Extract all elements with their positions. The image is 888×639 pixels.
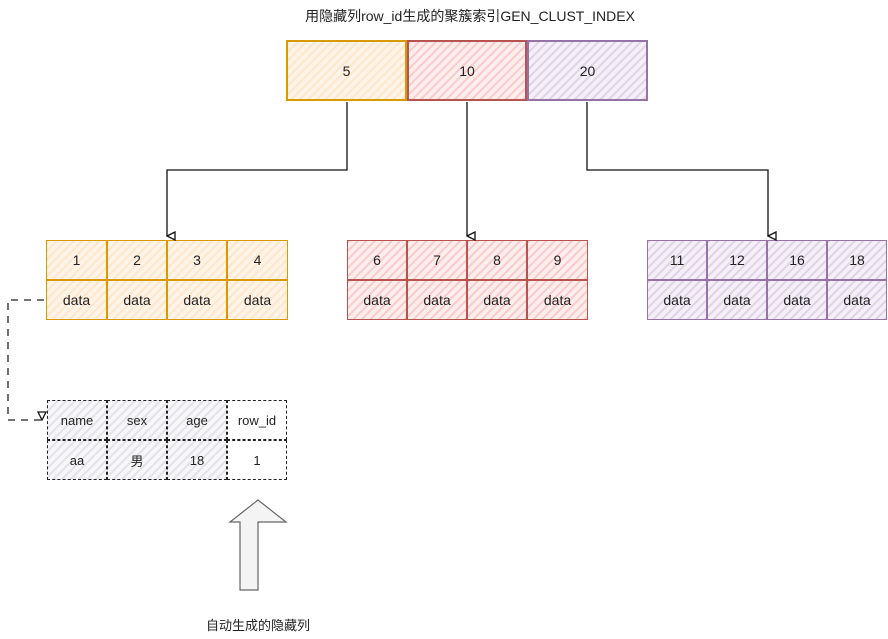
leaf-key: 1 <box>46 240 107 280</box>
leaf-key: 16 <box>767 240 827 280</box>
leaf-key: 3 <box>167 240 227 280</box>
edge-data-to-record <box>7 299 44 420</box>
leaf-key: 6 <box>347 240 407 280</box>
record-header: sex <box>107 400 167 440</box>
up-arrow-icon <box>228 499 288 591</box>
leaf-data: data <box>347 280 407 320</box>
diagram-title: 用隐藏列row_id生成的聚簇索引GEN_CLUST_INDEX <box>305 8 635 24</box>
leaf-key: 18 <box>827 240 887 280</box>
leaf-data: data <box>647 280 707 320</box>
leaf-data: data <box>407 280 467 320</box>
leaf-key: 12 <box>707 240 767 280</box>
leaf-key: 9 <box>527 240 588 280</box>
record-value-row-id: 1 <box>227 440 287 480</box>
record-header: name <box>47 400 107 440</box>
record-value: aa <box>47 440 107 480</box>
root-node: 5 10 20 <box>286 40 648 101</box>
leaf-key: 7 <box>407 240 467 280</box>
leaf-key: 2 <box>107 240 167 280</box>
record-value: 18 <box>167 440 227 480</box>
leaf-data: data <box>527 280 588 320</box>
leaf-data: data <box>167 280 227 320</box>
leaf-key: 8 <box>467 240 527 280</box>
leaf-data: data <box>827 280 887 320</box>
leaf-data: data <box>227 280 288 320</box>
edge-root-to-leaf-3 <box>586 102 768 236</box>
root-key-5: 5 <box>286 40 407 101</box>
leaf-data: data <box>467 280 527 320</box>
root-key-10: 10 <box>407 40 527 101</box>
edge-root-to-leaf-1 <box>167 102 348 236</box>
record-header: age <box>167 400 227 440</box>
leaf-data: data <box>767 280 827 320</box>
leaf-data: data <box>46 280 107 320</box>
root-key-20: 20 <box>527 40 648 101</box>
leaf-key: 4 <box>227 240 288 280</box>
leaf-data: data <box>707 280 767 320</box>
caption-hidden-column: 自动生成的隐藏列 <box>205 618 310 633</box>
record-header-row-id: row_id <box>227 400 287 440</box>
leaf-key: 11 <box>647 240 707 280</box>
record-value: 男 <box>107 440 167 480</box>
leaf-data: data <box>107 280 167 320</box>
